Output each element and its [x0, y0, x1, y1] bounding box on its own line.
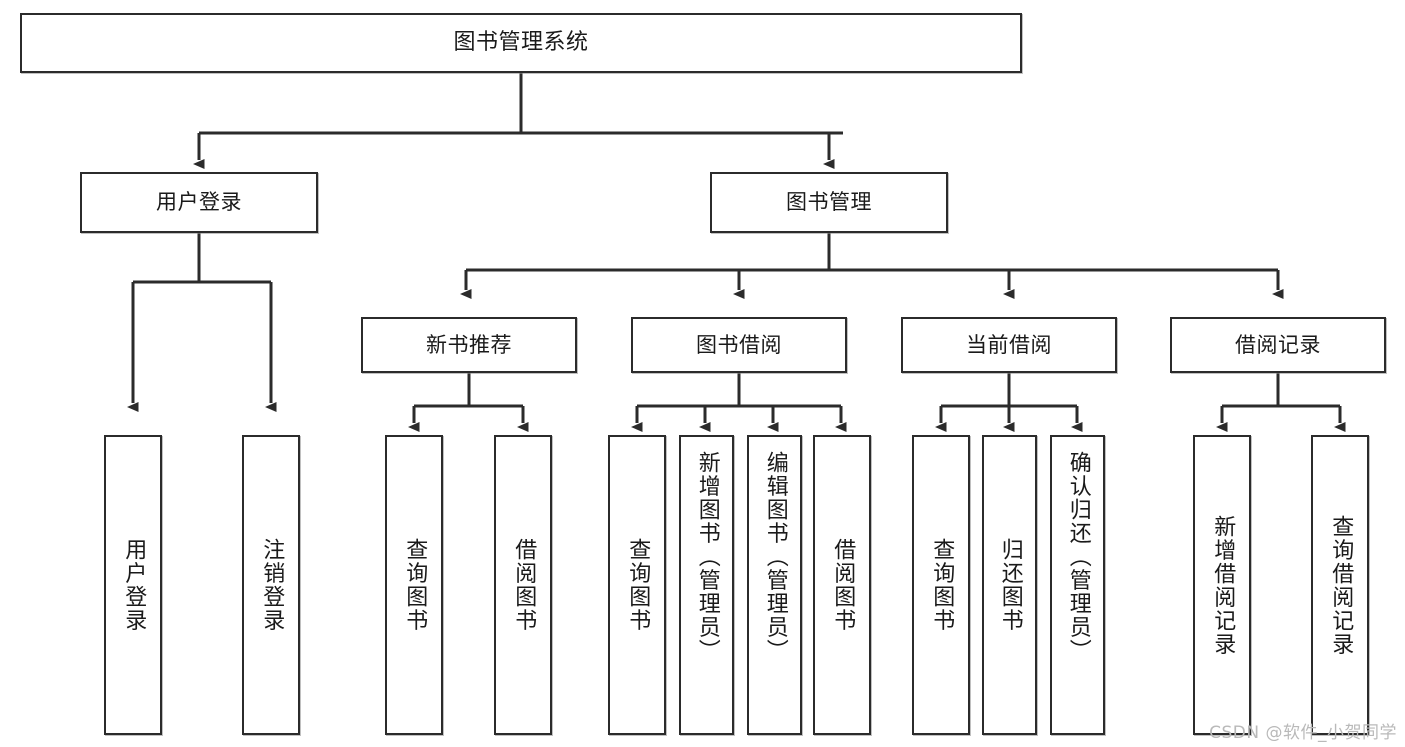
leaf-user-login-logout[interactable]: 注销登录 [242, 435, 300, 735]
leaf-borrow-add-book[interactable]: 新增图书（管理员） [679, 435, 734, 735]
node-label: 借阅记录 [1235, 332, 1321, 357]
node-label: 用户登录 [121, 538, 147, 632]
node-label: 查询借阅记录 [1328, 514, 1354, 656]
node-label: 用户登录 [156, 190, 242, 215]
leaf-new-book-borrow[interactable]: 借阅图书 [494, 435, 552, 735]
leaf-borrow-query-book[interactable]: 查询图书 [608, 435, 666, 735]
node-label: 借阅图书 [830, 538, 856, 632]
node-user-login[interactable]: 用户登录 [80, 172, 318, 233]
node-label: 查询图书 [929, 538, 955, 632]
leaf-current-return-book[interactable]: 归还图书 [982, 435, 1037, 735]
node-borrow-record[interactable]: 借阅记录 [1170, 317, 1386, 373]
leaf-current-confirm-return[interactable]: 确认归还（管理员） [1050, 435, 1105, 735]
node-label: 当前借阅 [966, 332, 1052, 357]
node-current-borrow[interactable]: 当前借阅 [901, 317, 1117, 373]
node-label: 编辑图书（管理员） [762, 451, 788, 663]
leaf-record-add-record[interactable]: 新增借阅记录 [1193, 435, 1251, 735]
node-label: 新增借阅记录 [1210, 514, 1236, 656]
node-new-book-recommend[interactable]: 新书推荐 [361, 317, 577, 373]
node-label: 归还图书 [997, 538, 1023, 632]
node-label: 注销登录 [259, 538, 285, 632]
node-label: 图书借阅 [696, 332, 782, 357]
leaf-borrow-borrow-book[interactable]: 借阅图书 [813, 435, 871, 735]
leaf-record-query-record[interactable]: 查询借阅记录 [1311, 435, 1369, 735]
node-book-borrow[interactable]: 图书借阅 [631, 317, 847, 373]
node-book-management[interactable]: 图书管理 [710, 172, 948, 233]
node-label: 图书管理 [786, 190, 872, 215]
leaf-user-login-login[interactable]: 用户登录 [104, 435, 162, 735]
node-label: 新增图书（管理员） [694, 451, 720, 663]
node-label: 图书管理系统 [453, 30, 589, 56]
node-label: 新书推荐 [426, 332, 512, 357]
node-label: 确认归还（管理员） [1065, 451, 1091, 663]
leaf-current-query-book[interactable]: 查询图书 [912, 435, 970, 735]
node-label: 查询图书 [625, 538, 651, 632]
node-label: 借阅图书 [511, 538, 537, 632]
leaf-new-book-query[interactable]: 查询图书 [385, 435, 443, 735]
leaf-borrow-edit-book[interactable]: 编辑图书（管理员） [747, 435, 802, 735]
node-root-system[interactable]: 图书管理系统 [20, 13, 1022, 73]
csdn-watermark: CSDN @软件_小贺同学 [1209, 723, 1397, 743]
node-label: 查询图书 [402, 538, 428, 632]
